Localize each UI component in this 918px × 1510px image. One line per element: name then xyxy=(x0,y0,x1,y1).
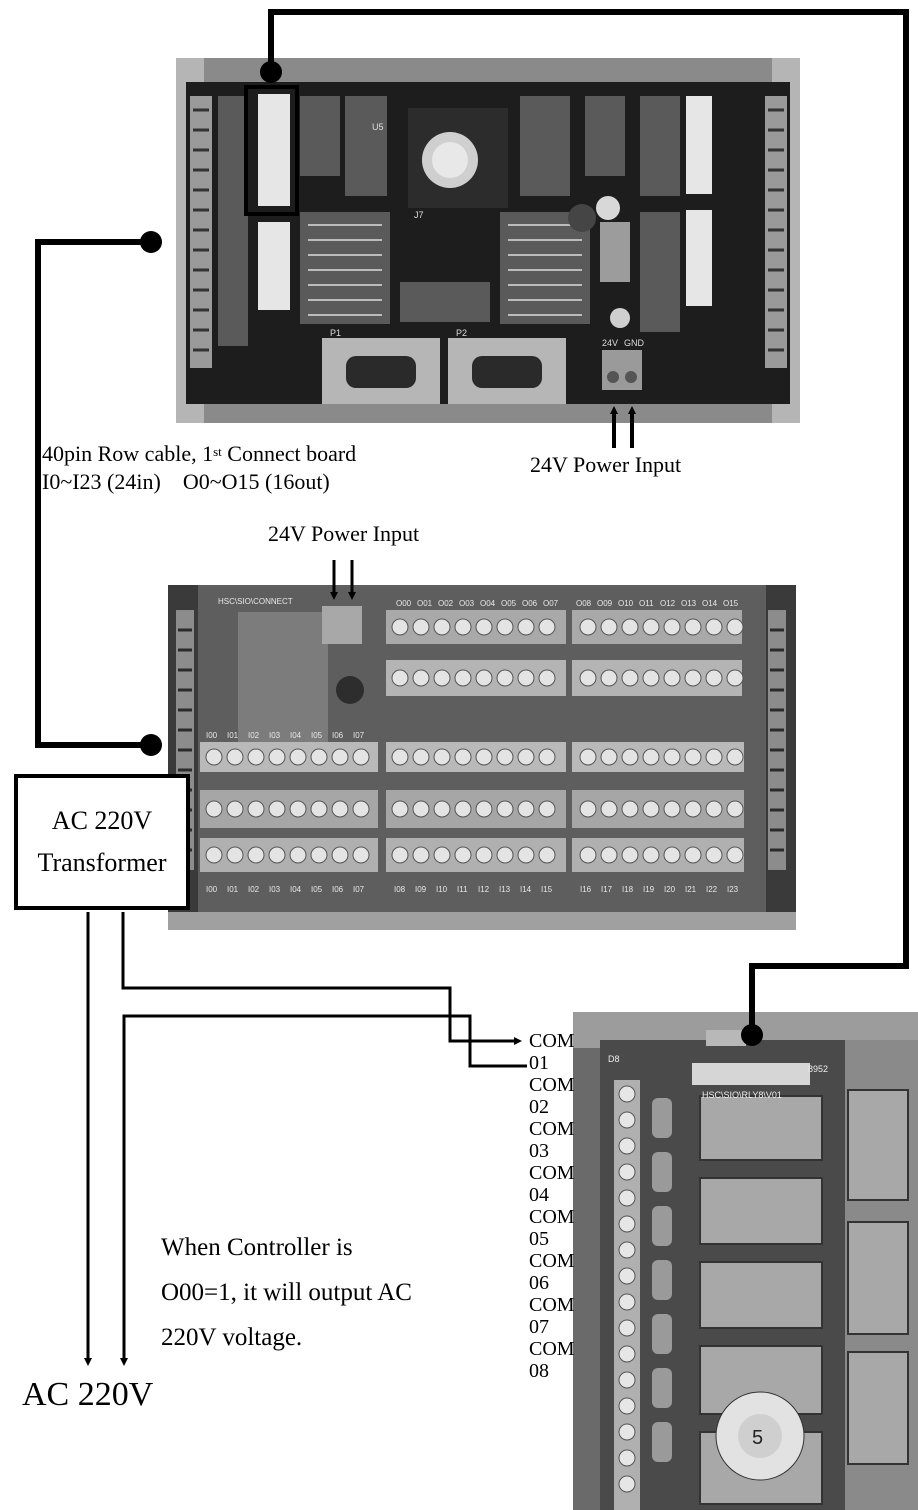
pcb-relay-title: HSC\SIO\RLY8\V01 xyxy=(702,1090,782,1100)
svg-text:I20: I20 xyxy=(664,885,676,894)
connection-dot xyxy=(140,734,162,756)
terminal-label: 08 xyxy=(529,1360,575,1382)
terminal-label: COM xyxy=(529,1250,575,1272)
controller-board: U5 P1 P2 J7 24V GND xyxy=(176,58,800,423)
relay-board: 5 D8 HSC\SIO\RLY8\V01 8952 xyxy=(573,1012,918,1510)
connection-dot xyxy=(260,61,282,83)
svg-text:O06: O06 xyxy=(522,599,538,608)
terminal-label: 06 xyxy=(529,1272,575,1294)
terminal-label: COM xyxy=(529,1162,575,1184)
connect-board: HSC\SIO\CONNECT O00 O01 O02 O03 O04 O05 O06… xyxy=(168,585,796,930)
terminal-label: COM xyxy=(529,1030,575,1052)
terminal-label: 02 xyxy=(529,1096,575,1118)
board2-power-label: 24V Power Input xyxy=(268,521,419,547)
pcb-label-u5: U5 xyxy=(372,122,384,132)
svg-text:O15: O15 xyxy=(723,599,739,608)
svg-text:I01: I01 xyxy=(227,731,239,740)
svg-text:I02: I02 xyxy=(248,731,260,740)
transformer-line2: Transformer xyxy=(37,842,166,884)
svg-text:I05: I05 xyxy=(311,731,323,740)
wire-to-com xyxy=(123,912,518,1041)
terminal-label: COM xyxy=(529,1338,575,1360)
terminal-label: COM xyxy=(529,1206,575,1228)
svg-text:I03: I03 xyxy=(269,731,281,740)
svg-text:I06: I06 xyxy=(332,885,344,894)
relay-terminal-labels: COM 01 COM 02 COM 03 COM 04 COM 05 COM 0… xyxy=(529,1030,575,1382)
svg-text:I02: I02 xyxy=(248,885,260,894)
svg-text:I05: I05 xyxy=(311,885,323,894)
pcb-label-j7: J7 xyxy=(414,210,424,220)
svg-text:I04: I04 xyxy=(290,731,302,740)
terminal-label: 01 xyxy=(529,1052,575,1074)
pcb-board2-title: HSC\SIO\CONNECT xyxy=(218,597,293,606)
terminal-label: COM xyxy=(529,1294,575,1316)
terminal-label: 03 xyxy=(529,1140,575,1162)
svg-text:I07: I07 xyxy=(353,885,365,894)
svg-text:I11: I11 xyxy=(457,885,468,894)
connection-dot xyxy=(140,231,162,253)
svg-text:I00: I00 xyxy=(206,731,218,740)
svg-text:I12: I12 xyxy=(478,885,490,894)
svg-text:I22: I22 xyxy=(706,885,718,894)
pcb-label-8952: 8952 xyxy=(808,1064,828,1074)
pcb-label-gnd: GND xyxy=(624,338,645,348)
svg-text:I16: I16 xyxy=(580,885,592,894)
pcb-label-p2: P2 xyxy=(456,328,467,338)
terminal-label: 04 xyxy=(529,1184,575,1206)
svg-text:O05: O05 xyxy=(501,599,517,608)
svg-text:I08: I08 xyxy=(394,885,406,894)
svg-text:O10: O10 xyxy=(618,599,634,608)
svg-text:I01: I01 xyxy=(227,885,239,894)
svg-text:I10: I10 xyxy=(436,885,448,894)
pcb-label-24v: 24V xyxy=(602,338,618,348)
svg-text:O01: O01 xyxy=(417,599,433,608)
terminal-label: 07 xyxy=(529,1316,575,1338)
terminal-label: COM xyxy=(529,1118,575,1140)
svg-text:I04: I04 xyxy=(290,885,302,894)
svg-text:O07: O07 xyxy=(543,599,559,608)
transformer-line1: AC 220V xyxy=(52,800,152,842)
terminal-label: 05 xyxy=(529,1228,575,1250)
svg-text:O14: O14 xyxy=(702,599,718,608)
svg-text:I09: I09 xyxy=(415,885,427,894)
svg-text:I21: I21 xyxy=(685,885,697,894)
svg-text:O09: O09 xyxy=(597,599,613,608)
ac-output-label: AC 220V xyxy=(22,1376,153,1414)
svg-text:O12: O12 xyxy=(660,599,676,608)
svg-text:I19: I19 xyxy=(643,885,655,894)
board1-caption: 40pin Row cable, 1st Connect board I0~I2… xyxy=(42,440,356,496)
pcb-label-d8: D8 xyxy=(608,1054,620,1064)
svg-text:I00: I00 xyxy=(206,885,218,894)
svg-text:I15: I15 xyxy=(541,885,553,894)
terminal-label: COM xyxy=(529,1074,575,1096)
svg-text:I17: I17 xyxy=(601,885,613,894)
svg-text:O13: O13 xyxy=(681,599,697,608)
svg-text:I23: I23 xyxy=(727,885,739,894)
transformer-box: AC 220V Transformer xyxy=(14,774,190,910)
svg-text:O00: O00 xyxy=(396,599,412,608)
svg-text:I06: I06 xyxy=(332,731,344,740)
svg-text:I03: I03 xyxy=(269,885,281,894)
svg-text:O02: O02 xyxy=(438,599,454,608)
controller-note: When Controller is O00=1, it will output… xyxy=(161,1225,412,1360)
svg-text:I18: I18 xyxy=(622,885,634,894)
connection-dot xyxy=(741,1024,763,1046)
svg-text:O03: O03 xyxy=(459,599,475,608)
svg-text:O08: O08 xyxy=(576,599,592,608)
svg-text:I13: I13 xyxy=(499,885,511,894)
pcb-label-p1: P1 xyxy=(330,328,341,338)
svg-text:I14: I14 xyxy=(520,885,532,894)
svg-text:O11: O11 xyxy=(639,599,654,608)
svg-text:O04: O04 xyxy=(480,599,496,608)
rotary-digit: 5 xyxy=(752,1427,763,1449)
board1-power-label: 24V Power Input xyxy=(530,452,681,478)
svg-text:I07: I07 xyxy=(353,731,365,740)
